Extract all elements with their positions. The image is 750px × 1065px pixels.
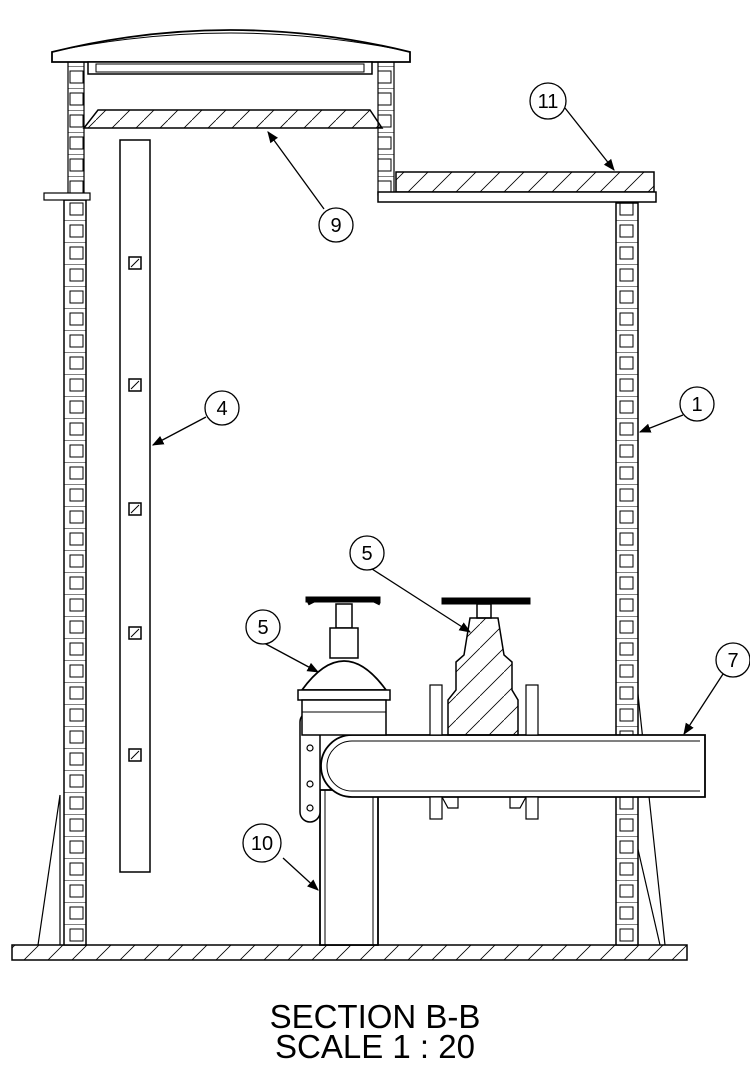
left-ledge [43, 192, 91, 201]
svg-text:4: 4 [216, 398, 227, 420]
callout-11: 11 [529, 82, 567, 120]
horizontal-pipe [320, 734, 706, 798]
callout-balloons: 11 9 4 1 5 5 7 10 [204, 82, 750, 863]
ladder-bar [119, 139, 151, 873]
gate-valve [297, 596, 391, 736]
globe-valve [429, 597, 539, 820]
inner-cover-slab [82, 109, 384, 129]
callout-9: 9 [318, 207, 354, 243]
svg-text:5: 5 [361, 543, 372, 565]
svg-text:10: 10 [251, 833, 273, 855]
callout-5a: 5 [245, 609, 281, 645]
left-buttress [37, 794, 61, 946]
right-brick-wall [615, 202, 639, 946]
section-title: SECTION B-B [269, 998, 481, 1035]
domed-cover [51, 29, 411, 75]
base-slab [11, 944, 688, 961]
right-buttress [636, 684, 666, 946]
svg-text:7: 7 [727, 650, 738, 672]
callout-7: 7 [715, 642, 750, 678]
svg-text:11: 11 [538, 91, 559, 113]
scale-label: SCALE 1 : 20 [275, 1028, 475, 1065]
leader-lines [151, 107, 724, 891]
callout-5b: 5 [349, 535, 385, 571]
svg-text:9: 9 [330, 215, 341, 237]
callout-1: 1 [679, 386, 715, 422]
pipe-flange [299, 711, 321, 823]
left-brick-wall [63, 54, 87, 946]
callout-10: 10 [242, 823, 282, 863]
riser-pipe [319, 789, 379, 946]
svg-text:1: 1 [691, 394, 702, 416]
callout-4: 4 [204, 390, 240, 426]
svg-text:5: 5 [257, 617, 268, 639]
roof-slab [377, 171, 657, 203]
